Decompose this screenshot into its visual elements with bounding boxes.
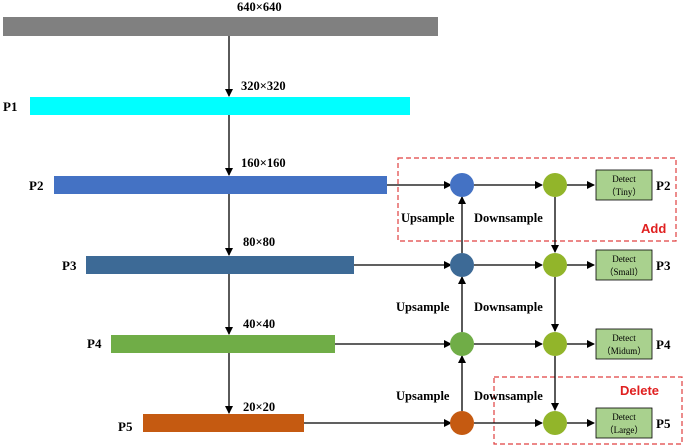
upsample-label-1: Upsample xyxy=(401,211,455,225)
level-label-p4: P4 xyxy=(87,336,102,351)
size-label-40: 40×40 xyxy=(243,317,275,331)
node-p4-downsample xyxy=(543,332,567,356)
upsample-label-3: Upsample xyxy=(396,389,450,403)
node-p5-upsample xyxy=(450,411,474,435)
detect-title-small: Detect xyxy=(612,254,636,264)
detect-title-tiny: Detect xyxy=(612,174,636,184)
level-label-p1: P1 xyxy=(3,99,17,114)
output-label-p2: P2 xyxy=(656,178,670,193)
detect-box-tiny: Detect （Tiny） xyxy=(595,169,653,201)
size-label-20: 20×20 xyxy=(243,400,275,414)
detect-box-small: Detect （Small） xyxy=(595,249,653,281)
detect-size-large: （Large） xyxy=(605,425,644,435)
level-label-p5: P5 xyxy=(118,419,133,434)
level-label-p2: P2 xyxy=(29,178,43,193)
size-label-160: 160×160 xyxy=(241,156,286,170)
detect-title-midum: Detect xyxy=(612,333,636,343)
node-p5-downsample xyxy=(543,411,567,435)
size-label-320: 320×320 xyxy=(241,79,286,93)
size-label-80: 80×80 xyxy=(243,235,275,249)
detect-title-large: Detect xyxy=(612,412,636,422)
p2-bar xyxy=(54,176,387,194)
input-bar xyxy=(3,17,438,36)
downsample-label-1: Downsample xyxy=(474,211,543,225)
downsample-label-3: Downsample xyxy=(474,389,543,403)
output-label-p5: P5 xyxy=(656,416,671,431)
node-p3-upsample xyxy=(450,253,474,277)
delete-region xyxy=(493,376,683,445)
p4-bar xyxy=(111,335,335,353)
detect-box-midum: Detect （Midum） xyxy=(595,328,653,360)
p3-bar xyxy=(86,256,354,274)
size-label-640: 640×640 xyxy=(237,0,282,14)
detect-size-midum: （Midum） xyxy=(602,346,647,356)
upsample-label-2: Upsample xyxy=(396,300,450,314)
p1-bar xyxy=(30,97,410,115)
node-p3-downsample xyxy=(543,253,567,277)
node-p4-upsample xyxy=(450,332,474,356)
downsample-label-2: Downsample xyxy=(474,300,543,314)
p5-bar xyxy=(143,414,304,432)
node-p2-upsample xyxy=(450,173,474,197)
output-label-p4: P4 xyxy=(656,337,671,352)
detect-box-large: Detect （Large） xyxy=(595,407,653,439)
delete-label: Delete xyxy=(620,383,659,398)
output-label-p3: P3 xyxy=(656,258,671,273)
detect-size-small: （Small） xyxy=(604,267,643,277)
level-label-p3: P3 xyxy=(62,258,77,273)
add-region xyxy=(397,157,677,242)
detect-size-tiny: （Tiny） xyxy=(607,187,642,197)
add-label: Add xyxy=(641,221,666,236)
node-p2-downsample xyxy=(543,173,567,197)
